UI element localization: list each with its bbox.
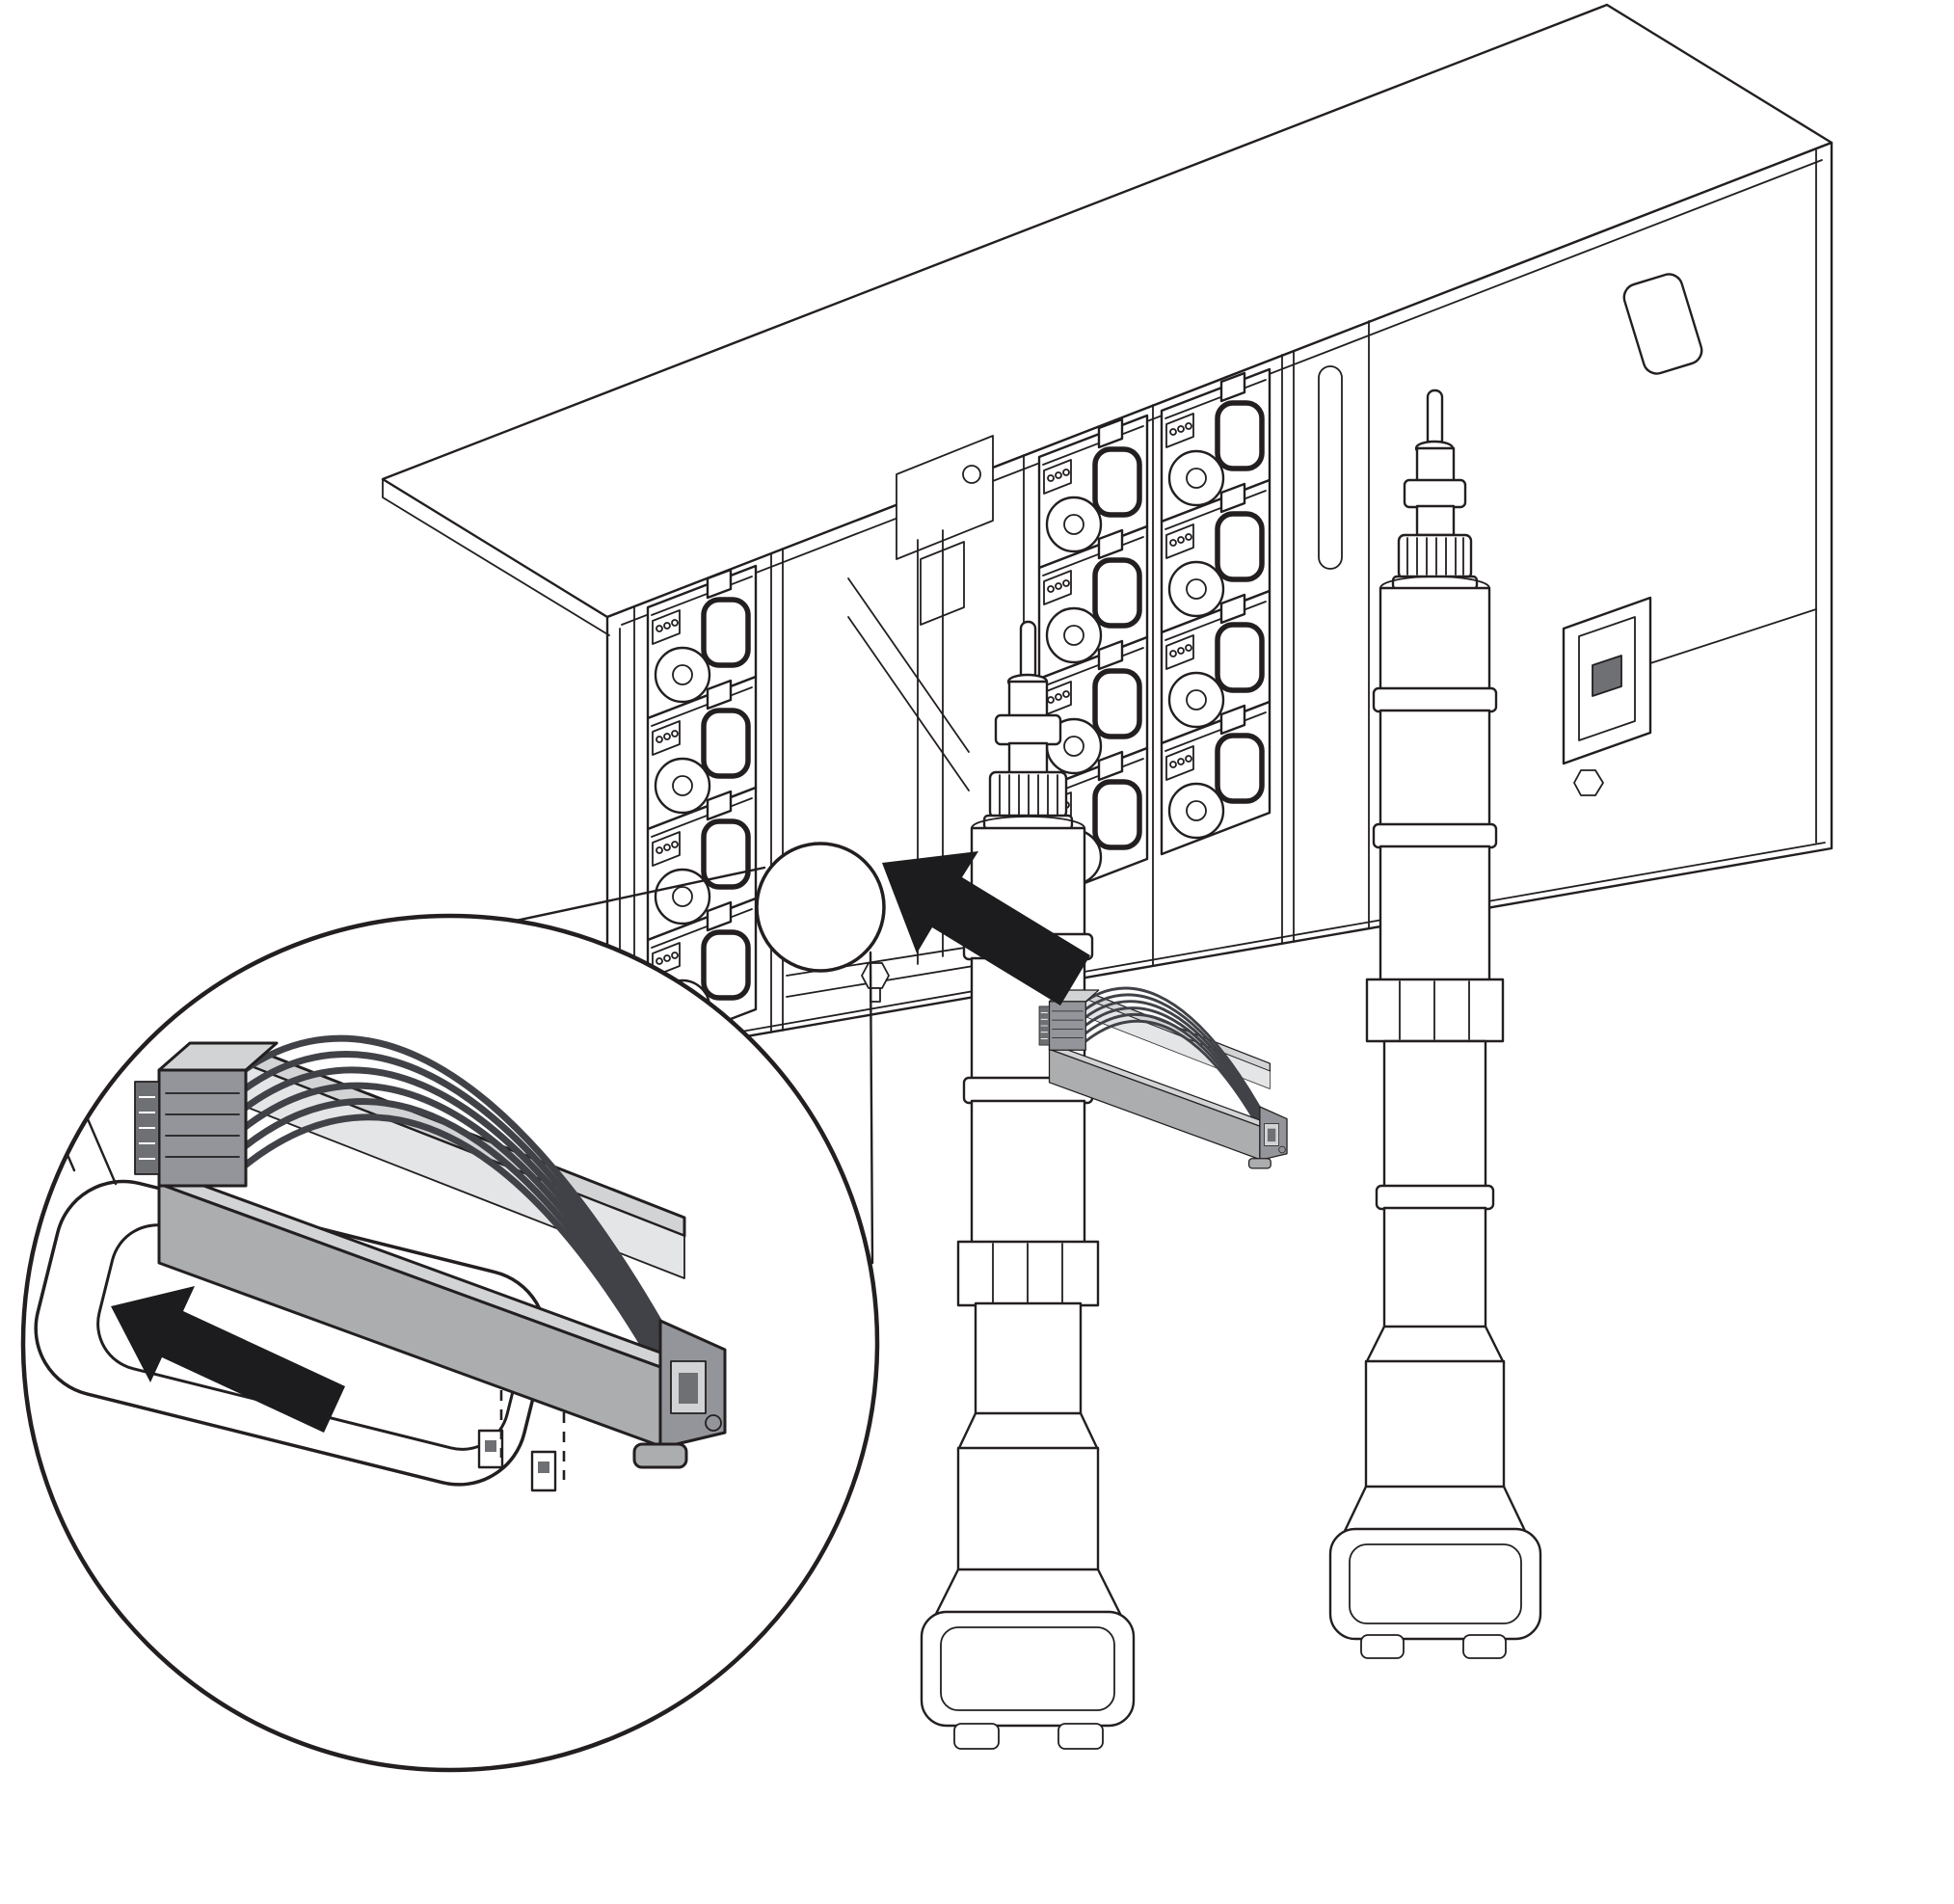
quick-connect-coupler (1391, 533, 1479, 591)
psu-column-right (1162, 369, 1270, 854)
tower-base-plate (920, 1610, 1136, 1750)
tower-hex-fitting (956, 1240, 1100, 1307)
tower-top-pin (1426, 389, 1444, 448)
manifold-tower-near (920, 620, 1136, 1750)
bay-braces (847, 577, 970, 791)
callout-source-circle (755, 842, 886, 973)
seat-direction-arrow (111, 1286, 345, 1433)
tower-base-plate (1328, 1527, 1542, 1659)
quick-connect-coupler (982, 770, 1074, 831)
panel-slot (1318, 365, 1343, 570)
latch-hex-bolt (1573, 769, 1604, 796)
tower-top-pin (1019, 620, 1037, 682)
tower-hex-fitting (1365, 978, 1505, 1043)
tray-clip (477, 1429, 504, 1469)
tray-clip (530, 1450, 557, 1492)
zoom-content (27, 1038, 725, 1492)
zoom-callout (20, 913, 880, 1773)
install-direction-arrow (882, 851, 1090, 1006)
rail-latch-bracket (1562, 596, 1817, 796)
bottom-edge-rim (619, 842, 1826, 1054)
manifold-tower-far (1328, 389, 1542, 1659)
end-panel-tab (1622, 273, 1703, 375)
